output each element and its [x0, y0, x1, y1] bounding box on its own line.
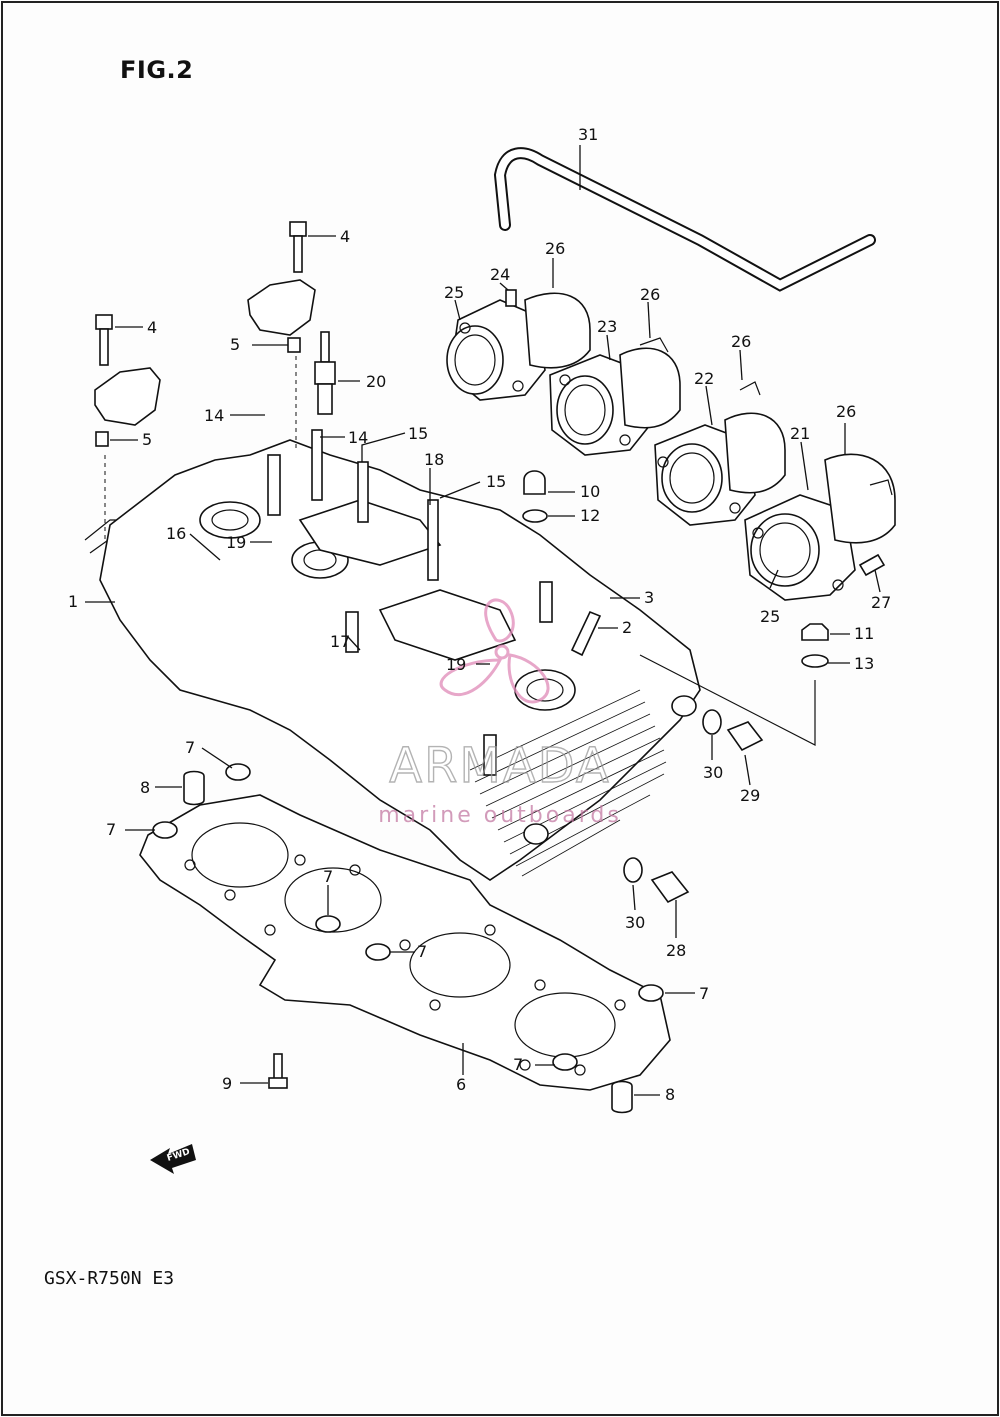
callout-27: 27 [871, 593, 891, 612]
callout-16: 16 [166, 524, 186, 543]
callout-30b: 30 [625, 913, 645, 932]
callout-26c: 26 [731, 332, 751, 351]
callout-23: 23 [597, 317, 617, 336]
callout-21: 21 [790, 424, 810, 443]
grommet-7b [152, 821, 178, 839]
callout-25b: 25 [760, 607, 780, 626]
callout-25a: 25 [444, 283, 464, 302]
callout-7d: 7 [417, 942, 427, 961]
intake-pipes [446, 289, 896, 601]
callout-26d: 26 [836, 402, 856, 421]
leader-lines [85, 145, 881, 1096]
gasket-30b [623, 857, 643, 883]
washer [522, 509, 548, 523]
washer-13 [801, 654, 829, 668]
callout-9: 9 [222, 1074, 232, 1093]
callout-4a: 4 [340, 227, 350, 246]
nut [801, 623, 829, 641]
callout-1: 1 [68, 592, 78, 611]
callout-7c: 7 [323, 867, 333, 886]
callout-20: 20 [366, 372, 386, 391]
callout-3: 3 [644, 588, 654, 607]
grommet-7f [552, 1053, 578, 1071]
callout-15a: 15 [408, 424, 428, 443]
cylinder-head [84, 429, 701, 881]
callout-19a: 19 [226, 533, 246, 552]
callout-31: 31 [578, 125, 598, 144]
watermark: ARMADA marine outboards [378, 598, 622, 828]
callout-14b: 14 [348, 428, 368, 447]
fwd-arrow: FWD [150, 1144, 196, 1174]
grommet-7e [638, 984, 664, 1002]
watermark-brand: ARMADA [389, 738, 610, 794]
callout-24: 24 [490, 265, 510, 284]
propeller-logo [439, 598, 550, 704]
callout-7e: 7 [699, 984, 709, 1003]
callout-17: 17 [330, 632, 350, 651]
dowel-8b [611, 1080, 633, 1114]
camshaft-holders [94, 221, 316, 447]
callout-7f: 7 [513, 1055, 523, 1074]
figure-title: FIG.2 [120, 56, 194, 84]
callout-13: 13 [854, 654, 874, 673]
callout-8b: 8 [665, 1085, 675, 1104]
plug-28 [650, 871, 690, 904]
callout-10: 10 [580, 482, 600, 501]
callout-28: 28 [666, 941, 686, 960]
callout-11: 11 [854, 624, 874, 643]
screw [858, 553, 886, 577]
gasket-30a [702, 709, 722, 735]
callout-5b: 5 [142, 430, 152, 449]
grommet-7c [315, 915, 341, 933]
cap-nut [523, 470, 546, 495]
callout-8a: 8 [140, 778, 150, 797]
callout-26b: 26 [640, 285, 660, 304]
callout-7a: 7 [185, 738, 195, 757]
callout-14a: 14 [204, 406, 224, 425]
callout-12: 12 [580, 506, 600, 525]
dowel-8a [183, 770, 205, 806]
callout-30a: 30 [703, 763, 723, 782]
plug-29 [726, 721, 764, 752]
callout-15b: 15 [486, 472, 506, 491]
callout-26a: 26 [545, 239, 565, 258]
spark-plug [314, 331, 336, 415]
callout-4b: 4 [147, 318, 157, 337]
callout-18: 18 [424, 450, 444, 469]
callout-19b: 19 [446, 655, 466, 674]
callout-22: 22 [694, 369, 714, 388]
grommet-7d [365, 943, 391, 961]
bolt-9 [268, 1053, 288, 1089]
head-gasket [139, 794, 671, 1091]
model-code: GSX-R750N E3 [44, 1268, 175, 1289]
watermark-tagline: marine outboards [378, 803, 622, 828]
callout-5a: 5 [230, 335, 240, 354]
callout-7b: 7 [106, 820, 116, 839]
callout-labels: 31 1 2 3 4 4 5 5 6 7 7 7 7 7 7 8 8 9 10 … [68, 125, 891, 1104]
callout-6: 6 [456, 1075, 466, 1094]
callout-29: 29 [740, 786, 760, 805]
callout-2: 2 [622, 618, 632, 637]
